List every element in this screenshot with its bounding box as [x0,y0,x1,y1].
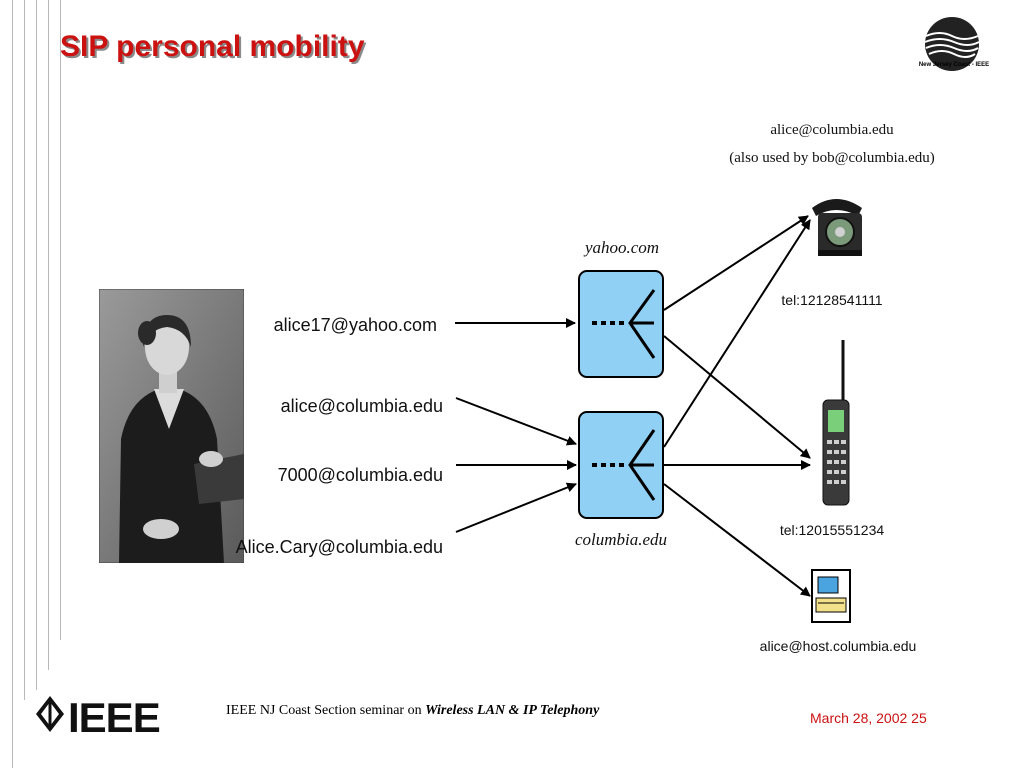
address-label: alice17@yahoo.com [274,315,437,335]
decor-line-2 [24,0,25,700]
arrow-columbia-address-1 [455,397,577,446]
footer-date-page: March 28, 2002 25 [810,710,927,726]
arrow-yahoo-to-mobile [663,335,811,459]
footer-caption-plain: IEEE NJ Coast Section seminar on [226,703,426,718]
ieee-logo-text: IEEE [68,694,161,741]
nj-coast-logo: New Jersey Coast - IEEE [904,14,1004,76]
decor-line-4 [48,0,49,670]
address-label: 7000@columbia.edu [278,465,443,485]
arrow-columbia-to-computer [663,483,811,597]
portrait-image [98,288,245,564]
sip-mobility-diagram: alice17@yahoo.com alice@columbia.edu 700… [236,122,935,654]
decor-line-1 [12,0,13,768]
arrow-yahoo-to-phone [663,215,809,311]
desk-phone-icon [812,199,862,256]
footer-caption: IEEE NJ Coast Section seminar on Wireles… [226,703,599,719]
slide-title: SIP personal mobility [60,30,365,63]
domain-label-yahoo: yahoo.com [583,238,659,257]
arrow-columbia-to-phone [663,219,811,448]
footer-caption-emphasis: Wireless LAN & IP Telephony [425,703,600,718]
domain-label-columbia: columbia.edu [575,530,667,549]
proxy-columbia-icon [578,411,664,519]
mobile-phone-icon [822,340,850,506]
proxy-yahoo-icon [578,270,664,378]
decor-line-3 [36,0,37,690]
address-label: alice@columbia.edu [281,396,443,416]
decor-line-5 [60,0,61,640]
phone-label-line-1: alice@columbia.edu [770,122,894,138]
phone-label-line-2: (also used by bob@columbia.edu) [729,150,934,166]
mobile-tel-label: tel:12015551234 [780,522,885,538]
ieee-logo: IEEE [30,690,162,742]
address-label: Alice.Cary@columbia.edu [236,537,443,557]
arrow-columbia-address-3 [455,482,577,533]
phone-tel-label: tel:12128541111 [781,292,882,308]
computer-icon [811,569,851,623]
computer-address-label: alice@host.columbia.edu [760,638,917,654]
nj-coast-logo-text: New Jersey Coast - IEEE [918,62,990,68]
